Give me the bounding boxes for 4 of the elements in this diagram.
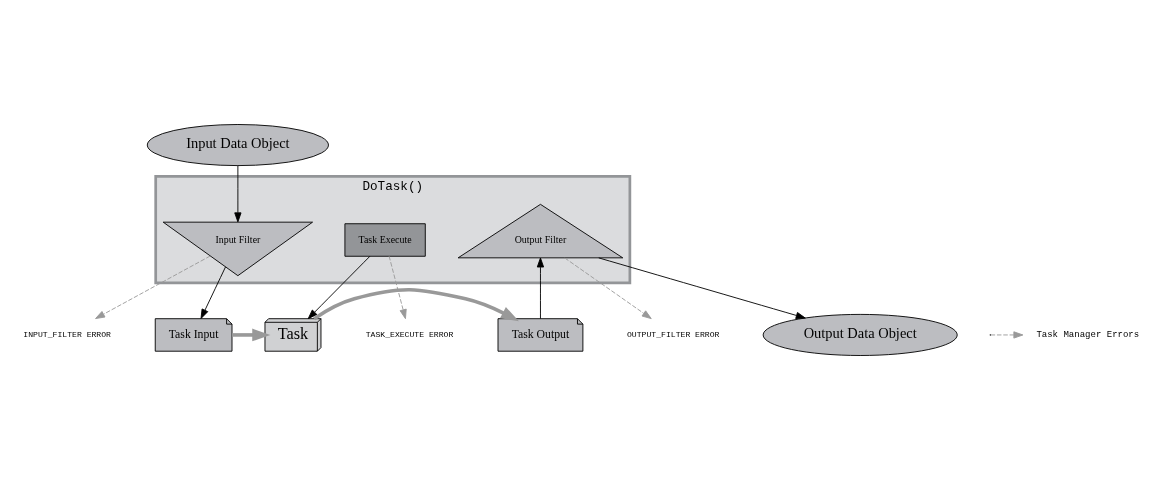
node-text: INPUT_FILTER ERROR [23, 329, 111, 339]
node-text: TASK_EXECUTE ERROR [365, 329, 454, 339]
legend-label: Task Manager Errors [1036, 328, 1140, 340]
node-text: OUTPUT_FILTER ERROR [626, 329, 720, 339]
